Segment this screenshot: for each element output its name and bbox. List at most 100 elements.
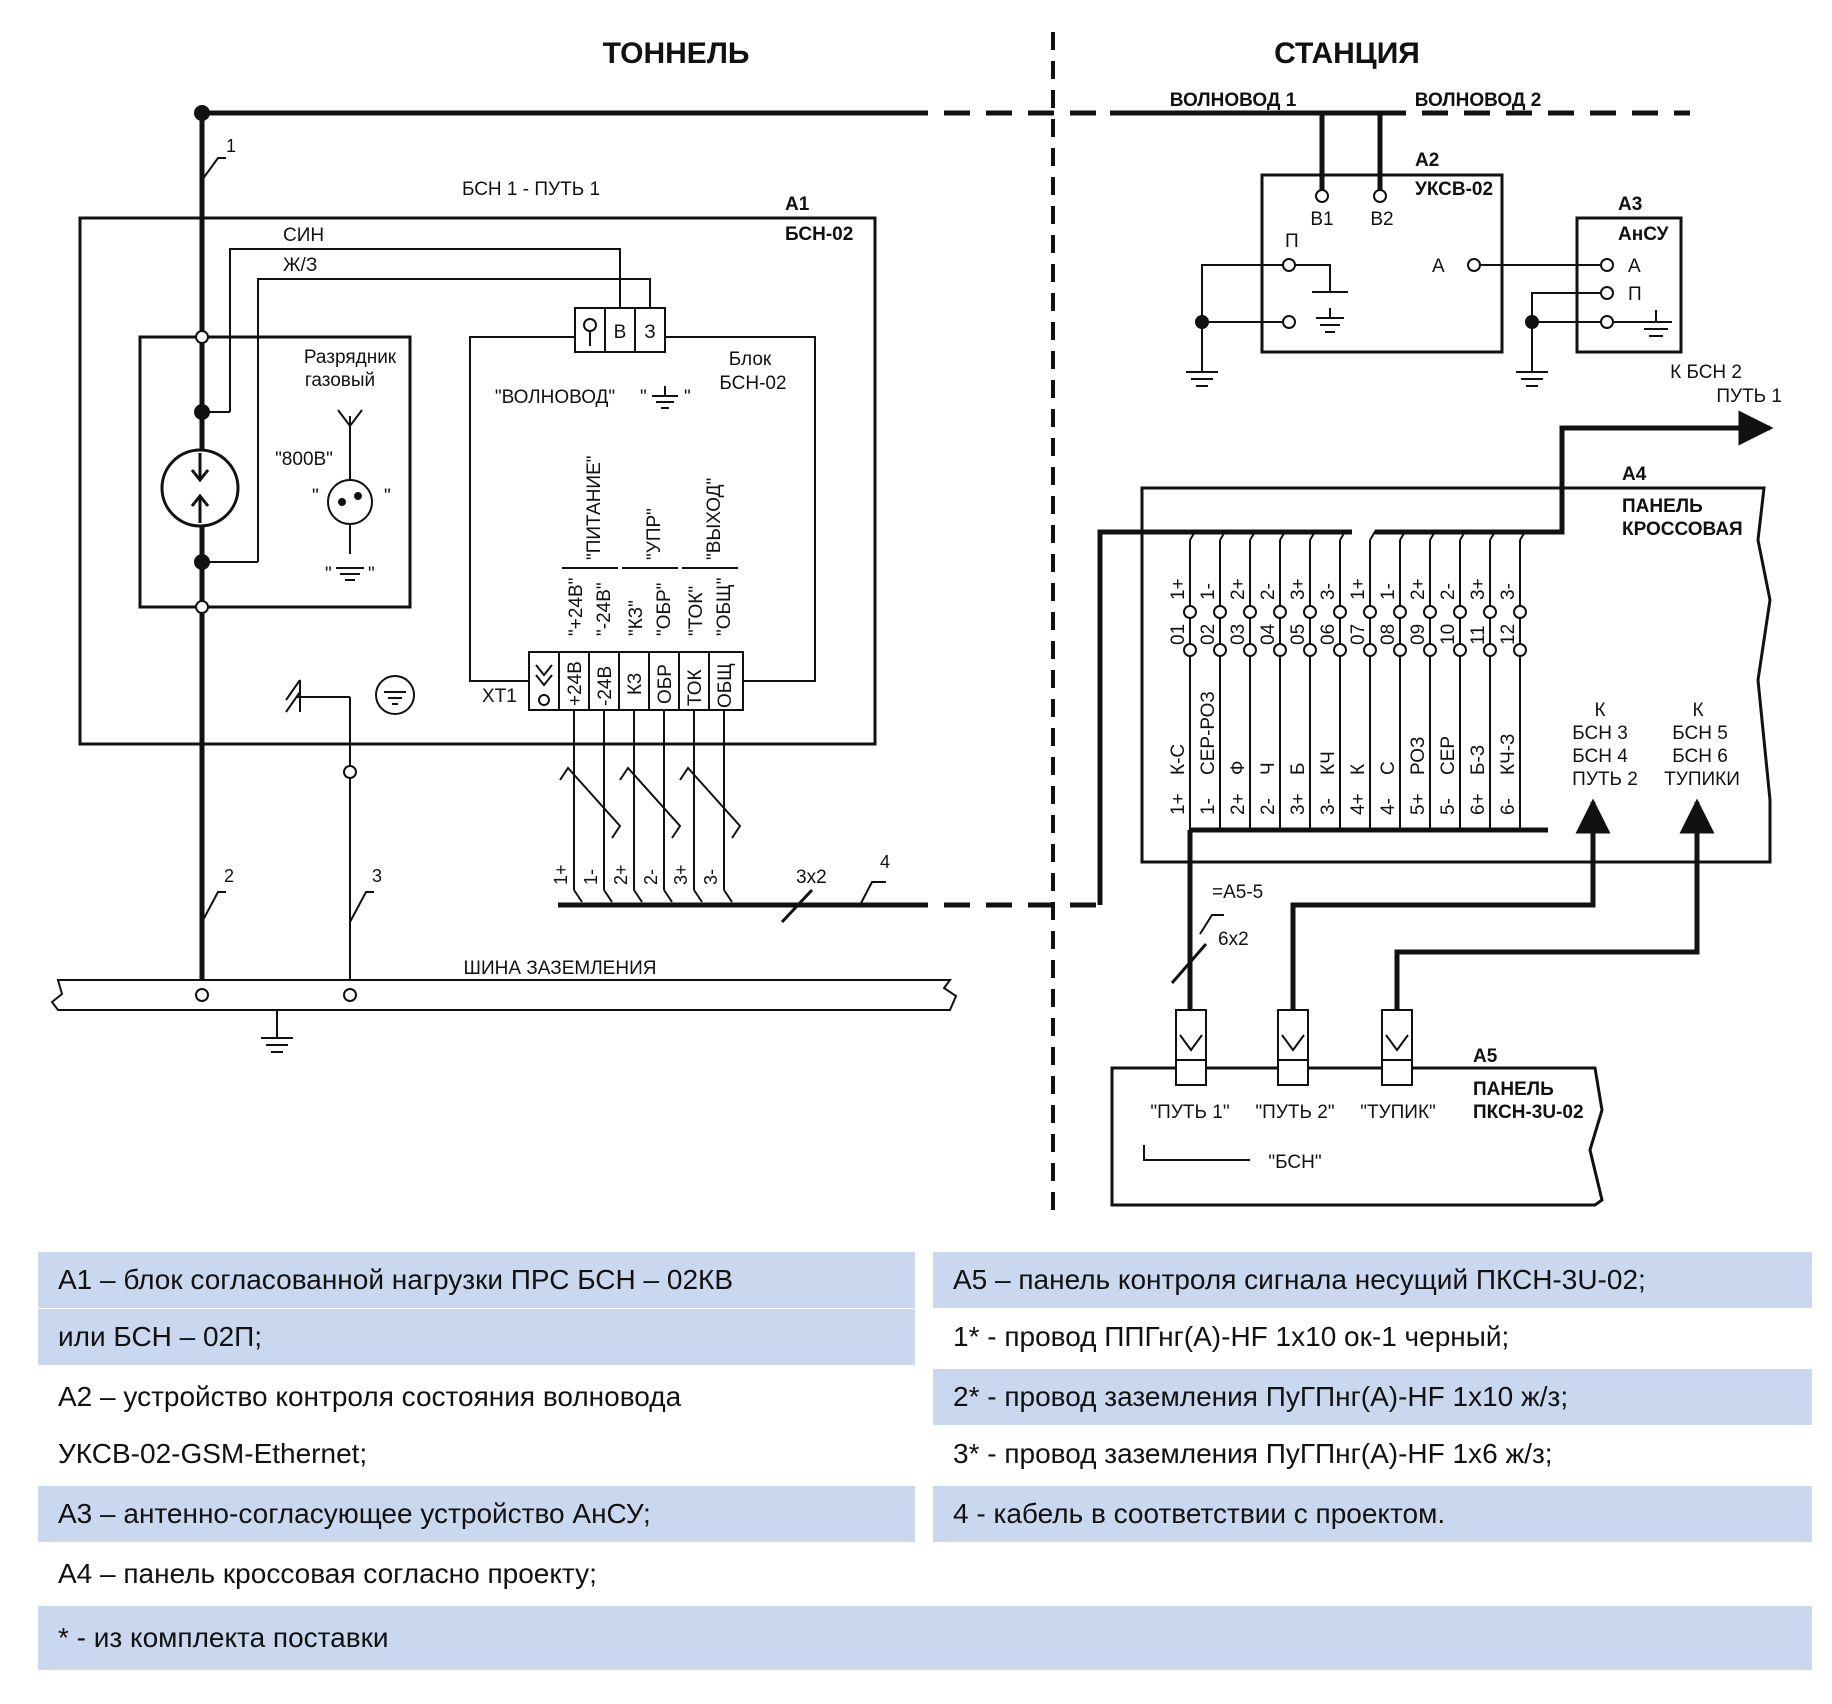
a3-a-terminal: [1600, 258, 1614, 272]
a4-top-label: 3-: [1318, 583, 1339, 600]
a4-bottom-label: 2-: [1258, 798, 1279, 815]
svg-text:2-: 2-: [641, 869, 661, 885]
wire-1-leader: [201, 157, 226, 181]
a4-bottom-label: 5+: [1408, 793, 1429, 815]
ground-bus-label: ШИНА ЗАЗЕМЛЕНИЯ: [464, 958, 657, 979]
a4-top-label: 2+: [1228, 578, 1249, 600]
xt1-dividers: [558, 652, 710, 710]
a4-number-label: 12: [1498, 624, 1519, 645]
cable-4-to-panel: [1097, 529, 1352, 905]
a4-bottom-label: 4+: [1348, 793, 1369, 815]
a2-p-wire: [1201, 264, 1283, 372]
a4-color-label: КЧ: [1318, 751, 1339, 775]
ground-quote-l: ": [325, 564, 332, 585]
a4-bottom-label: 6-: [1498, 798, 1519, 815]
a4-color-label: К-С: [1168, 744, 1189, 775]
a4-number-label: 05: [1288, 624, 1309, 645]
a5-ref-leader: [1199, 914, 1224, 935]
svg-text:"ВЫХОД": "ВЫХОД": [704, 478, 725, 560]
a4-terminal-columns: 1+01К-С1+1-02СЕР-РОЗ1-2+03Ф2+2-04Ч2-3+05…: [1168, 529, 1527, 830]
link-put2: [1290, 798, 1611, 1010]
a3-p-label: П: [1628, 284, 1642, 305]
a4-bottom-label: 1-: [1198, 798, 1219, 815]
svg-text:2+: 2+: [611, 864, 631, 885]
svg-text:ПУТЬ 2: ПУТЬ 2: [1572, 769, 1638, 790]
wire-2-leader: [201, 891, 226, 923]
legend-table: А1 – блок согласованной нагрузки ПРС БСН…: [38, 1252, 1812, 1670]
xt1-terminals: +24В -24В КЗ ОБР ТОК ОБЩ: [565, 661, 736, 708]
a4-number-label: 08: [1378, 624, 1399, 645]
a4-top-label: 2-: [1258, 583, 1279, 600]
legend-left-row-3: А2 – устройство контроля состояния волно…: [38, 1369, 915, 1425]
svg-text:3-: 3-: [701, 869, 721, 885]
a4-color-label: С: [1378, 761, 1399, 775]
a5-panel: [1110, 1066, 1604, 1207]
a3-p-terminal: [1600, 286, 1614, 300]
a4-top-label: 1+: [1168, 578, 1189, 600]
a2-b1-terminal: [1315, 189, 1329, 203]
arrester-box: [138, 335, 412, 609]
a4-top-label: 1-: [1378, 583, 1399, 600]
wire-2-number: 2: [224, 866, 234, 886]
a3-ground-node: [1525, 315, 1539, 329]
a3-a-label: А: [1628, 256, 1641, 277]
waveguide-terminal-icon: [583, 318, 597, 346]
a2-p-terminal: [1282, 258, 1296, 272]
wire-3-terminal: [343, 765, 357, 779]
legend-right-row-5: 4 - кабель в соответствии с проектом.: [933, 1486, 1812, 1542]
a5-bsn-bracket: [1143, 1145, 1250, 1161]
a2-b1-label: В1: [1310, 209, 1333, 230]
ground-quote-r: ": [368, 564, 375, 585]
ground-bus: [50, 979, 958, 1011]
quote-right: ": [384, 486, 391, 507]
a4-k2-label: К БСН 5 БСН 6 ТУПИКИ: [1664, 700, 1740, 790]
svg-text:ТУПИКИ: ТУПИКИ: [1664, 769, 1740, 790]
svg-text:БСН 6: БСН 6: [1672, 746, 1728, 767]
a4-bottom-label: 5-: [1438, 798, 1459, 815]
a4-top-label: 3-: [1498, 583, 1519, 600]
wire-4-number: 4: [880, 852, 890, 872]
svg-text:КЗ: КЗ: [625, 673, 646, 695]
xt1-ground-icon: [535, 664, 553, 706]
terminal-z: З: [644, 322, 655, 343]
a5-id: А5: [1473, 1046, 1498, 1067]
quote-left: ": [312, 486, 319, 507]
svg-text:1+: 1+: [551, 864, 571, 885]
a4-color-label: Ф: [1228, 761, 1249, 775]
arrester-label-2: газовый: [305, 370, 375, 391]
a4-number-label: 04: [1258, 623, 1279, 645]
a4-bottom-label: 2+: [1228, 793, 1249, 815]
a3-box: [1575, 216, 1683, 354]
a4-bottom-label: 3-: [1318, 798, 1339, 815]
svg-text:3+: 3+: [671, 864, 691, 885]
link-put1-slash: [1170, 943, 1208, 984]
block-frame: [469, 336, 575, 682]
wire-4-leader: [859, 881, 886, 906]
wire-pair-labels: 1+ 1- 2+ 2- 3+ 3-: [551, 864, 721, 885]
ground-bus-earth-icon: [261, 1010, 293, 1053]
a1-title: БСН 1 - ПУТЬ 1: [462, 179, 600, 200]
a5-port-put2: "ПУТЬ 2": [1255, 1102, 1334, 1123]
ground-label-quote: ": [640, 387, 647, 408]
block-frame-right: [665, 336, 816, 682]
block-label-1: Блок: [729, 349, 772, 370]
a4-bottom-label: 1+: [1168, 793, 1189, 815]
a4-top-label: 2+: [1408, 578, 1429, 600]
a5-ref-label: =А5-5: [1212, 882, 1263, 903]
arrester-ground-icon: [336, 567, 364, 581]
a3-ground-icon: [1516, 371, 1548, 387]
svg-text:"ОБЩ": "ОБЩ": [714, 577, 735, 636]
a4-top-label: 3+: [1288, 578, 1309, 600]
svg-text:ТОК: ТОК: [685, 669, 706, 706]
a3-p-wire: [1531, 292, 1601, 372]
cable-3x2-label: 3х2: [796, 867, 827, 888]
ground-bus-terminal-1: [195, 988, 209, 1002]
a4-color-label: КЧ-З: [1498, 733, 1519, 775]
a3-id: А3: [1618, 194, 1642, 215]
to-bsn2-line1: К БСН 2: [1670, 362, 1742, 383]
antenna-icon: [337, 409, 363, 440]
svg-text:"ОБР": "ОБР": [654, 583, 675, 636]
svg-text:1-: 1-: [581, 869, 601, 885]
